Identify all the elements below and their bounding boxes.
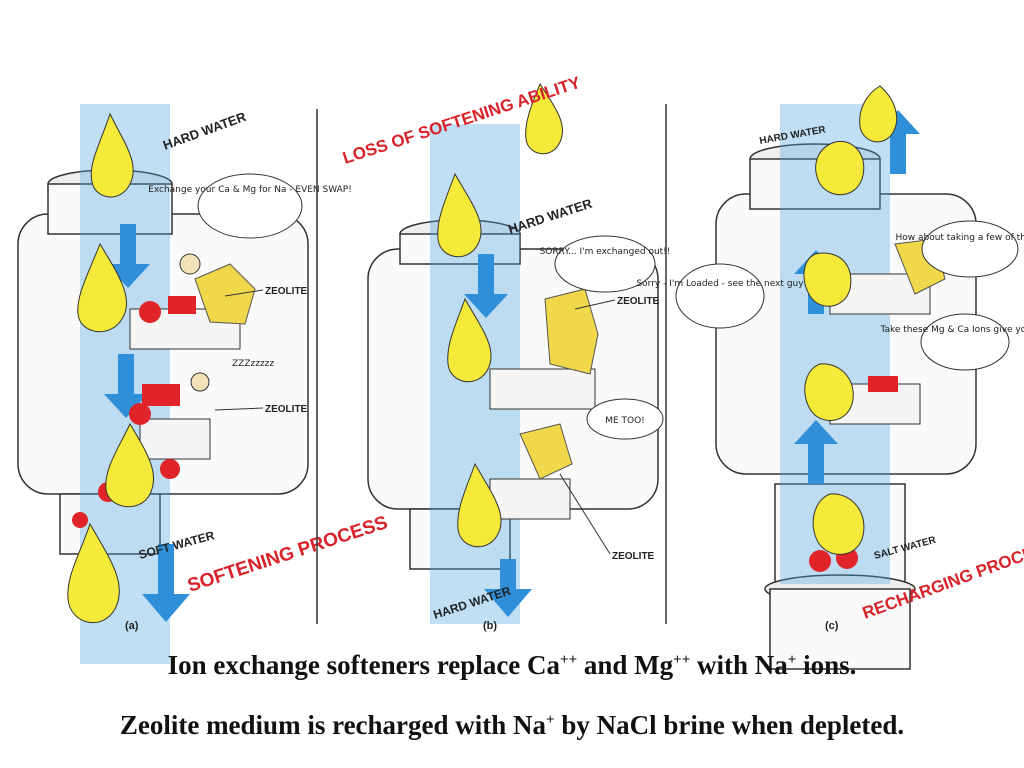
- label-softening-process: SOFTENING PROCESS: [185, 512, 390, 597]
- svg-text:SOFTENING PROCESS: SOFTENING PROCESS: [185, 512, 390, 597]
- speech-bubble-loaded: [675, 263, 765, 329]
- water-drop-character-c1: [815, 141, 865, 196]
- panel-c: How about taking a few of these. Sorry -…: [636, 85, 1024, 670]
- tank-outlet-a: [59, 493, 161, 555]
- caption-2-sup-na: +: [546, 712, 555, 728]
- water-drop-character-a2: [77, 242, 127, 333]
- label-zeolite-b1: ZEOLITE: [617, 296, 660, 307]
- ca-ion: [139, 301, 161, 323]
- caption-2-post: by NaCl brine when depleted.: [554, 710, 905, 740]
- panel-a: Exchange your Ca & Mg for Na - EVEN SWAP…: [17, 104, 390, 664]
- snore-text: ZZZzzzzz: [232, 359, 274, 369]
- zeolite-figure-a: [179, 253, 201, 275]
- bubble-how-about-text: How about taking a few of these.: [895, 233, 1024, 243]
- water-drop-character-a4: [67, 522, 120, 624]
- bubble-exchange-text: Exchange your Ca & Mg for Na - EVEN SWAP…: [148, 185, 352, 195]
- bubble-take-these-text: Take these Mg & Ca Ions give you go!: [879, 325, 1024, 335]
- label-zeolite-a2: ZEOLITE: [265, 404, 308, 415]
- caption-1-mid: and Mg: [577, 650, 674, 680]
- label-hard-water-a: HARD WATER: [161, 109, 249, 153]
- panel-b: SORRY... I'm exchanged out!! ME TOO! LOS…: [340, 73, 670, 632]
- speech-bubble-how-about: [921, 220, 1019, 278]
- bubble-sorry-text: SORRY... I'm exchanged out!!: [540, 247, 671, 257]
- panel-marker-c: (c): [825, 620, 839, 632]
- speech-bubble-sorry: [554, 235, 656, 293]
- caption-1-sup-mg: ++: [673, 652, 691, 668]
- caption-1-mid2: with Na: [690, 650, 788, 680]
- label-zeolite-b2: ZEOLITE: [612, 551, 655, 562]
- caption-1-post: ions.: [796, 650, 857, 680]
- water-drop-character-b1: [437, 172, 482, 258]
- water-drop-character-a1: [90, 112, 134, 198]
- water-drop-character-b2: [447, 297, 492, 383]
- svg-text:Take these Mg & Ca Ions give y: Take these Mg & Ca Ions give you go!: [879, 325, 1024, 335]
- water-drop-character-a3: [105, 422, 155, 508]
- panel-marker-a: (a): [125, 620, 139, 632]
- speech-bubble-me-too: [586, 398, 664, 440]
- zeolite-crystals-b1: [544, 288, 599, 375]
- svg-text:HARD WATER: HARD WATER: [161, 109, 249, 153]
- ion-block-c: [868, 376, 898, 392]
- zeolite-shelf-a2: [139, 418, 211, 460]
- zeolite-crystals-b2: [519, 423, 573, 480]
- panel-marker-b: (b): [483, 620, 497, 632]
- label-zeolite-a1: ZEOLITE: [265, 286, 308, 297]
- svg-text:How about taking a few of thes: How about taking a few of these.: [895, 233, 1024, 243]
- ca-ion-block: [168, 296, 196, 314]
- water-drop-character-b3: [457, 462, 502, 548]
- flow-arrow-a3: [142, 544, 190, 622]
- caption-line-1: Ion exchange softeners replace Ca++ and …: [0, 650, 1024, 681]
- caption-line-2: Zeolite medium is recharged with Na+ by …: [0, 710, 1024, 741]
- svg-text:SORRY... I'm exchanged out!!: SORRY... I'm exchanged out!!: [540, 247, 671, 257]
- bubble-me-too-text: ME TOO!: [605, 416, 645, 426]
- flow-arrow-a1: [106, 224, 150, 288]
- water-drop-character-b-top: [525, 82, 564, 155]
- zeolite-crystals-a1: [194, 263, 256, 325]
- svg-text:Exchange your Ca & Mg for Na -: Exchange your Ca & Mg for Na - EVEN SWAP…: [148, 185, 352, 195]
- caption-1-sup-ca: ++: [560, 652, 578, 668]
- flow-arrow-a2: [104, 354, 148, 418]
- caption-1-sup-na: +: [787, 652, 797, 668]
- mg-ion-block: [142, 384, 180, 406]
- svg-text:Sorry - I'm Loaded - see the n: Sorry - I'm Loaded - see the next guy: [636, 279, 804, 289]
- speech-bubble-take-these: [920, 313, 1010, 371]
- caption-1-pre: Ion exchange softeners replace Ca: [167, 650, 561, 680]
- caption-2-pre: Zeolite medium is recharged with Na: [119, 710, 547, 740]
- cherry-ion-c1: [809, 550, 831, 572]
- speech-bubble-exchange: [197, 173, 303, 239]
- bubble-loaded-text: Sorry - I'm Loaded - see the next guy: [636, 279, 804, 289]
